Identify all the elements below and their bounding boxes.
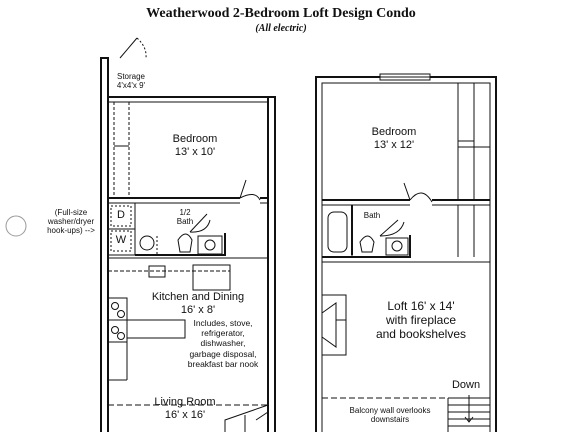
kitchen-label: Kitchen and Dining 16' x 8' (151, 291, 245, 316)
half-bath-label: 1/2 Bath (176, 208, 194, 227)
balcony-note: Balcony wall overlooks downstairs (349, 406, 431, 425)
storage-label: Storage 4'x4'x 9' (116, 72, 146, 91)
binder-hole (5, 215, 27, 237)
dryer-label: D (117, 209, 125, 221)
loft-bath-label: Bath (363, 211, 381, 220)
loft-label: Loft 16' x 14' with fireplace and booksh… (375, 299, 467, 341)
loft-floor-plan (315, 73, 497, 432)
main-floor-plan (100, 37, 276, 432)
washer-label: W (115, 234, 127, 246)
plan-subtitle: (All electric) (255, 23, 307, 34)
main-bedroom-label: Bedroom 13' x 10' (172, 133, 218, 158)
laundry-note: (Full-size washer/dryer hook-ups) --> (47, 208, 95, 236)
plan-title: Weatherwood 2-Bedroom Loft Design Condo (146, 6, 416, 21)
living-room-label: Living Room 16' x 16' (154, 396, 216, 421)
loft-bedroom-label: Bedroom 13' x 12' (371, 126, 417, 151)
kitchen-includes: Includes, stove, refrigerator, dishwashe… (187, 318, 259, 369)
stairs-down-label: Down (451, 379, 481, 391)
